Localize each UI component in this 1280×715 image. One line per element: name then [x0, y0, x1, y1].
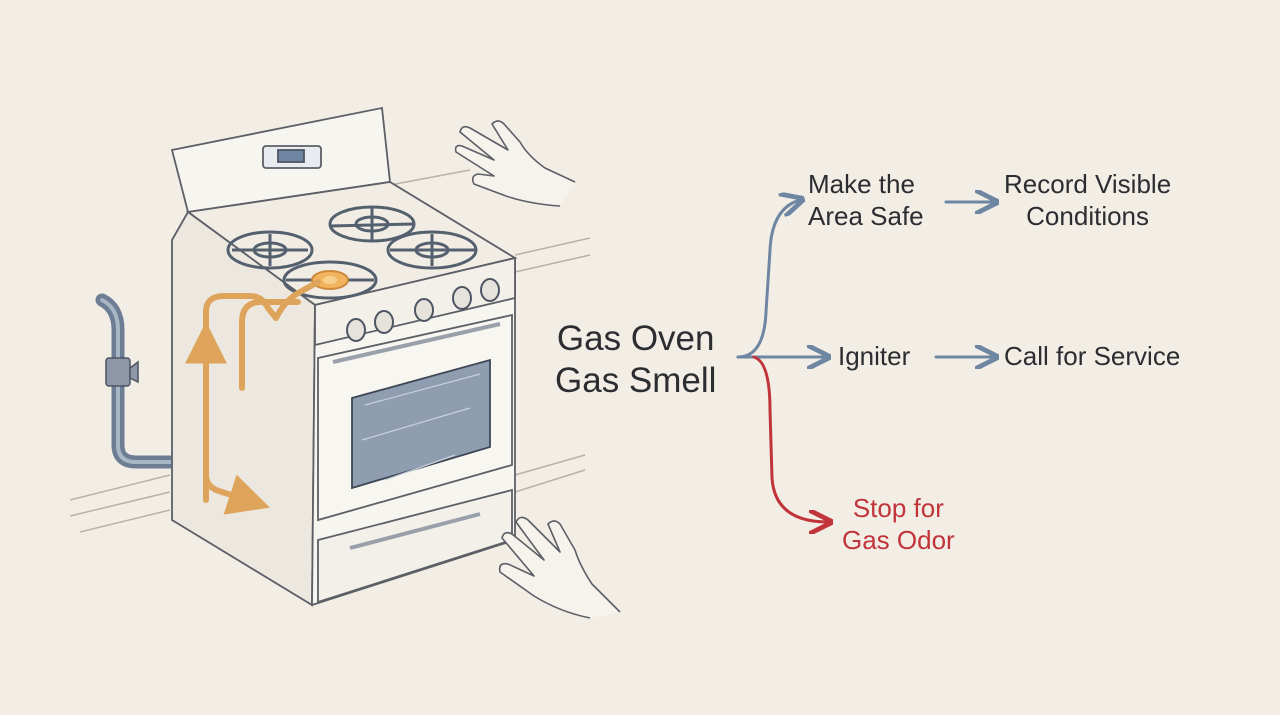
node-stop-for-gas-odor: Stop for Gas Odor [842, 492, 955, 556]
node-call-for-service: Call for Service [1004, 341, 1181, 371]
node-igniter: Igniter [838, 341, 911, 371]
burner-icon [226, 205, 478, 300]
center-label-line-1: Gas Oven [556, 319, 715, 358]
gas-flow-arrows [185, 279, 321, 515]
node-record-visible-conditions: Record Visible Conditions [1004, 168, 1171, 232]
connectors [736, 200, 994, 522]
oven-illustration [69, 106, 621, 619]
hand-icon [454, 120, 621, 619]
lit-burner [311, 270, 349, 290]
control-knobs [346, 278, 500, 342]
node-make-line-1: Make the [808, 169, 915, 199]
oven-icon [170, 106, 518, 607]
center-label-line-2: Gas Smell [555, 361, 717, 400]
node-make-area-safe: Make the Area Safe [808, 168, 924, 232]
node-stop-line-2: Gas Odor [842, 525, 955, 555]
node-make-line-2: Area Safe [808, 201, 924, 231]
center-label: Gas Oven Gas Smell [555, 318, 716, 402]
node-record-line-1: Record Visible [1004, 169, 1172, 199]
node-stop-line-1: Stop for [852, 493, 944, 523]
node-record-line-2: Conditions [1026, 201, 1150, 231]
connector-to-make-safe [736, 200, 800, 359]
kitchen-counter-lines [69, 169, 591, 533]
connector-to-stop [752, 355, 828, 522]
